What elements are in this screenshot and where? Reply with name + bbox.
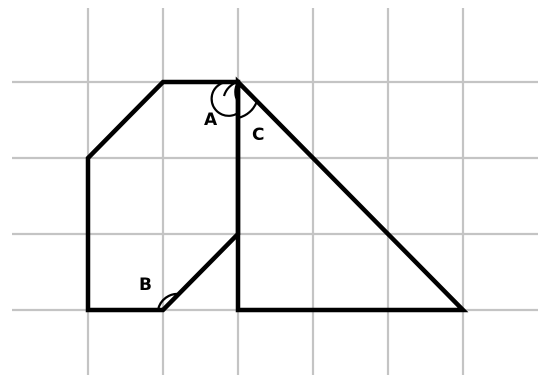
angle-a-arc-upper (222, 80, 239, 97)
angle-a-label: A (204, 110, 218, 130)
angle-c-arc (237, 100, 259, 120)
angle-b-label: B (139, 275, 152, 295)
angle-b-arc (156, 292, 181, 311)
angle-c-label: C (252, 125, 264, 145)
angle-a-arc-full (210, 80, 239, 117)
right-triangle (235, 76, 469, 313)
grid (12, 8, 538, 375)
